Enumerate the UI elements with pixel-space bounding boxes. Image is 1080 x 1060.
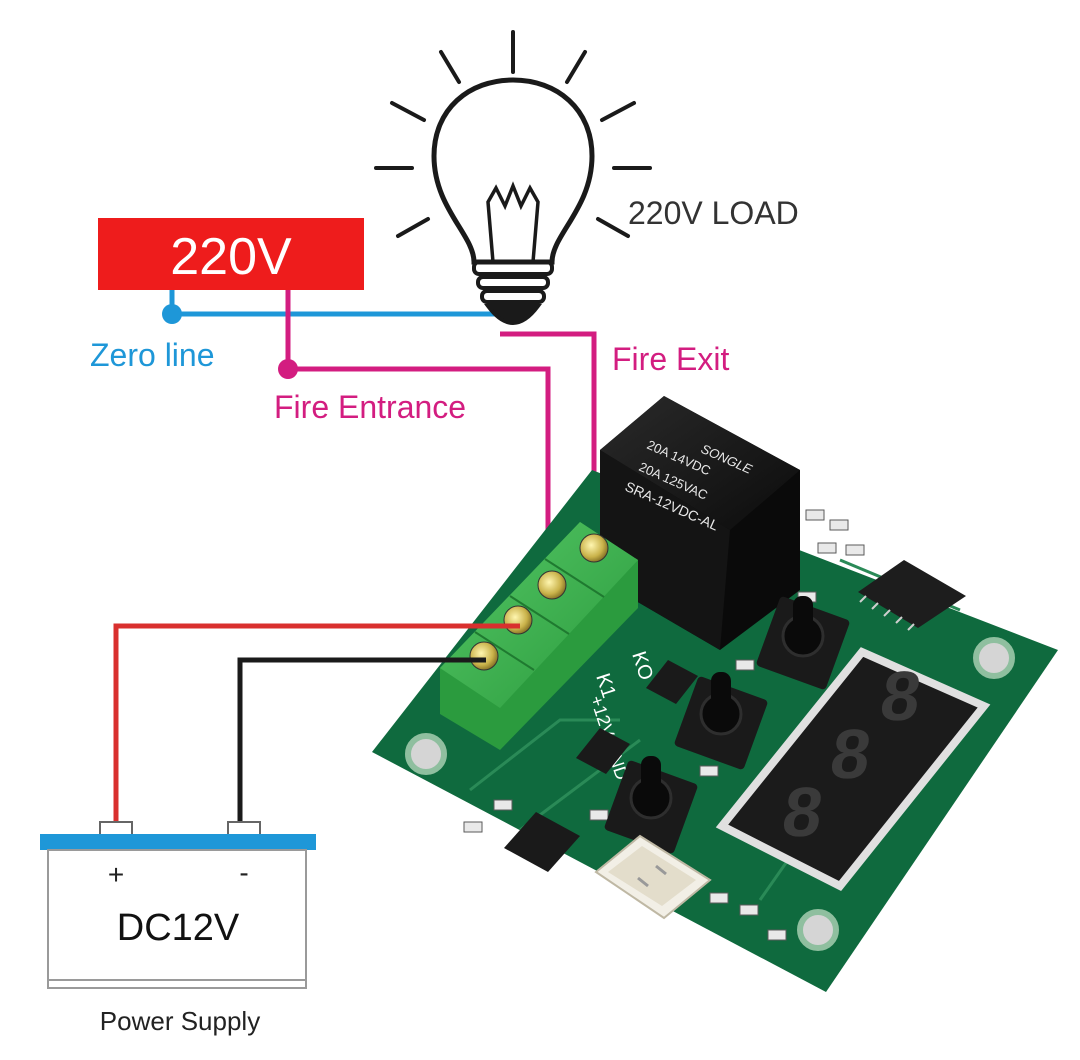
- zero-line-wire: [162, 290, 500, 324]
- terminal-screws: [469, 533, 609, 671]
- ac-source: 220V: [98, 218, 364, 290]
- battery-terminal-positive: [99, 821, 133, 837]
- power-supply: + - DC12V Power Supply: [40, 821, 316, 1036]
- transistors: [504, 660, 698, 872]
- battery-plus-label: +: [108, 859, 124, 890]
- zero-line-label: Zero line: [90, 337, 215, 373]
- ac-source-label: 220V: [170, 228, 292, 286]
- terminal-block: [440, 522, 638, 750]
- mounting-holes: [405, 637, 1015, 951]
- tactile-buttons: [604, 596, 851, 854]
- button-plus[interactable]: [674, 672, 769, 770]
- relay: SONGLE 20A 14VDC 20A 125VAC SRA-12VDC-AL: [600, 396, 800, 650]
- battery-cap: [40, 834, 316, 850]
- sensor-connector: [594, 834, 712, 920]
- dc-negative-wire: [237, 657, 486, 832]
- battery-voltage-label: DC12V: [117, 907, 240, 949]
- battery-body: [47, 849, 307, 981]
- ic-chip: [858, 560, 966, 631]
- fire-exit-label: Fire Exit: [612, 341, 729, 377]
- dc-positive-wire: [113, 623, 520, 832]
- fire-entrance-wire: [278, 290, 551, 585]
- load-label: 220V LOAD: [628, 195, 799, 231]
- thermostat-module: SONGLE 20A 14VDC 20A 125VAC SRA-12VDC-AL: [372, 396, 1058, 992]
- fire-entrance-label: Fire Entrance: [274, 389, 466, 425]
- battery-minus-label: -: [239, 857, 248, 888]
- battery-terminal-negative: [227, 821, 261, 837]
- button-set[interactable]: [756, 596, 851, 691]
- light-bulb-icon: [374, 30, 652, 325]
- button-minus[interactable]: [604, 756, 699, 854]
- ac-source-box: [98, 218, 364, 290]
- power-supply-caption: Power Supply: [100, 1006, 260, 1036]
- led-display: 8 8 8: [715, 647, 991, 892]
